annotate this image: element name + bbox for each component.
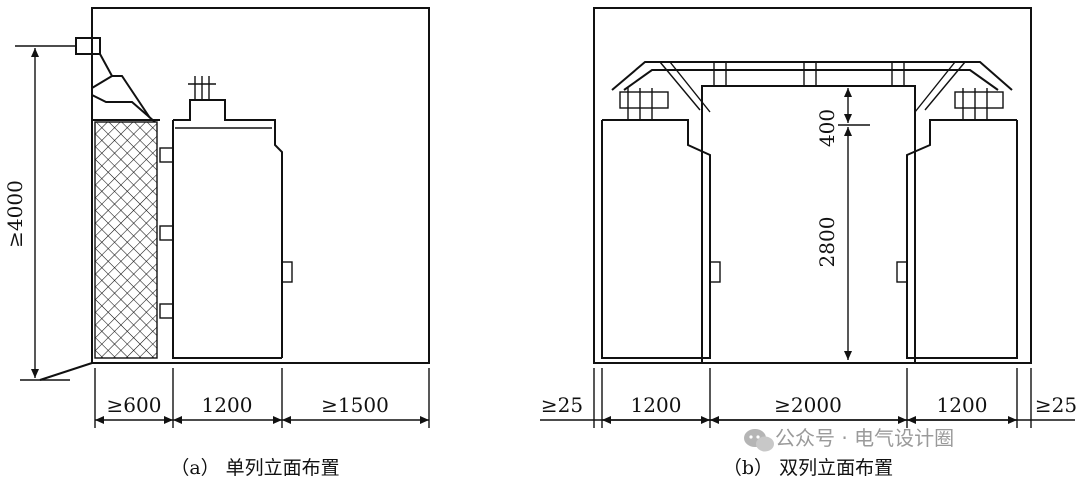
busbar-a3 bbox=[91, 94, 156, 123]
diagram-b: 400 2800 ≥25 1200 ≥2000 1200 ≥25 （b） 双列立… bbox=[540, 7, 1077, 479]
caption-b: （b） 双列立面布置 bbox=[723, 457, 893, 479]
room-outline-b bbox=[593, 7, 1032, 364]
cabinet-handle-b-right bbox=[896, 261, 908, 283]
dim-left-unit-b: 1200 bbox=[631, 393, 682, 417]
dim-left-gap-b: ≥25 bbox=[541, 393, 583, 417]
dim-center-b: ≥2000 bbox=[774, 393, 842, 417]
watermark-text: 公众号 · 电气设计圈 bbox=[775, 426, 954, 450]
busbar-a2 bbox=[91, 75, 113, 89]
caption-a: （a） 单列立面布置 bbox=[170, 457, 339, 479]
bushing-bracket bbox=[75, 37, 101, 55]
cabinet-b-left bbox=[601, 119, 711, 359]
cabinet-handle-a bbox=[281, 261, 293, 283]
busbar-bridge-inner bbox=[623, 69, 999, 91]
dim-left-a: ≥600 bbox=[107, 393, 162, 417]
dim-mid-a: 1200 bbox=[202, 393, 253, 417]
dim-right-a: ≥1500 bbox=[321, 393, 389, 417]
cabinet-a bbox=[172, 120, 282, 359]
dim-height-a: ≥4000 bbox=[3, 180, 27, 248]
cabinet-handle-b-left bbox=[709, 261, 721, 283]
diagram-a: ≥4000 ≥600 1200 ≥1500 （a） 单列立面布置 bbox=[3, 7, 430, 479]
busbar-a1 bbox=[99, 53, 151, 119]
cabinet-b-right bbox=[906, 119, 1018, 359]
wechat-icon bbox=[744, 429, 774, 452]
cabinet-a-top bbox=[173, 99, 283, 358]
dim-right-unit-b: 1200 bbox=[937, 393, 988, 417]
central-partition bbox=[701, 85, 916, 363]
dim-400: 400 bbox=[815, 109, 839, 147]
mesh-barrier bbox=[95, 122, 157, 358]
watermark: 公众号 · 电气设计圈 bbox=[744, 426, 954, 452]
room-outline-a bbox=[91, 7, 430, 364]
dim-right-gap-b: ≥25 bbox=[1035, 393, 1077, 417]
dim-2800: 2800 bbox=[815, 217, 839, 268]
mesh-frame bbox=[94, 121, 158, 359]
